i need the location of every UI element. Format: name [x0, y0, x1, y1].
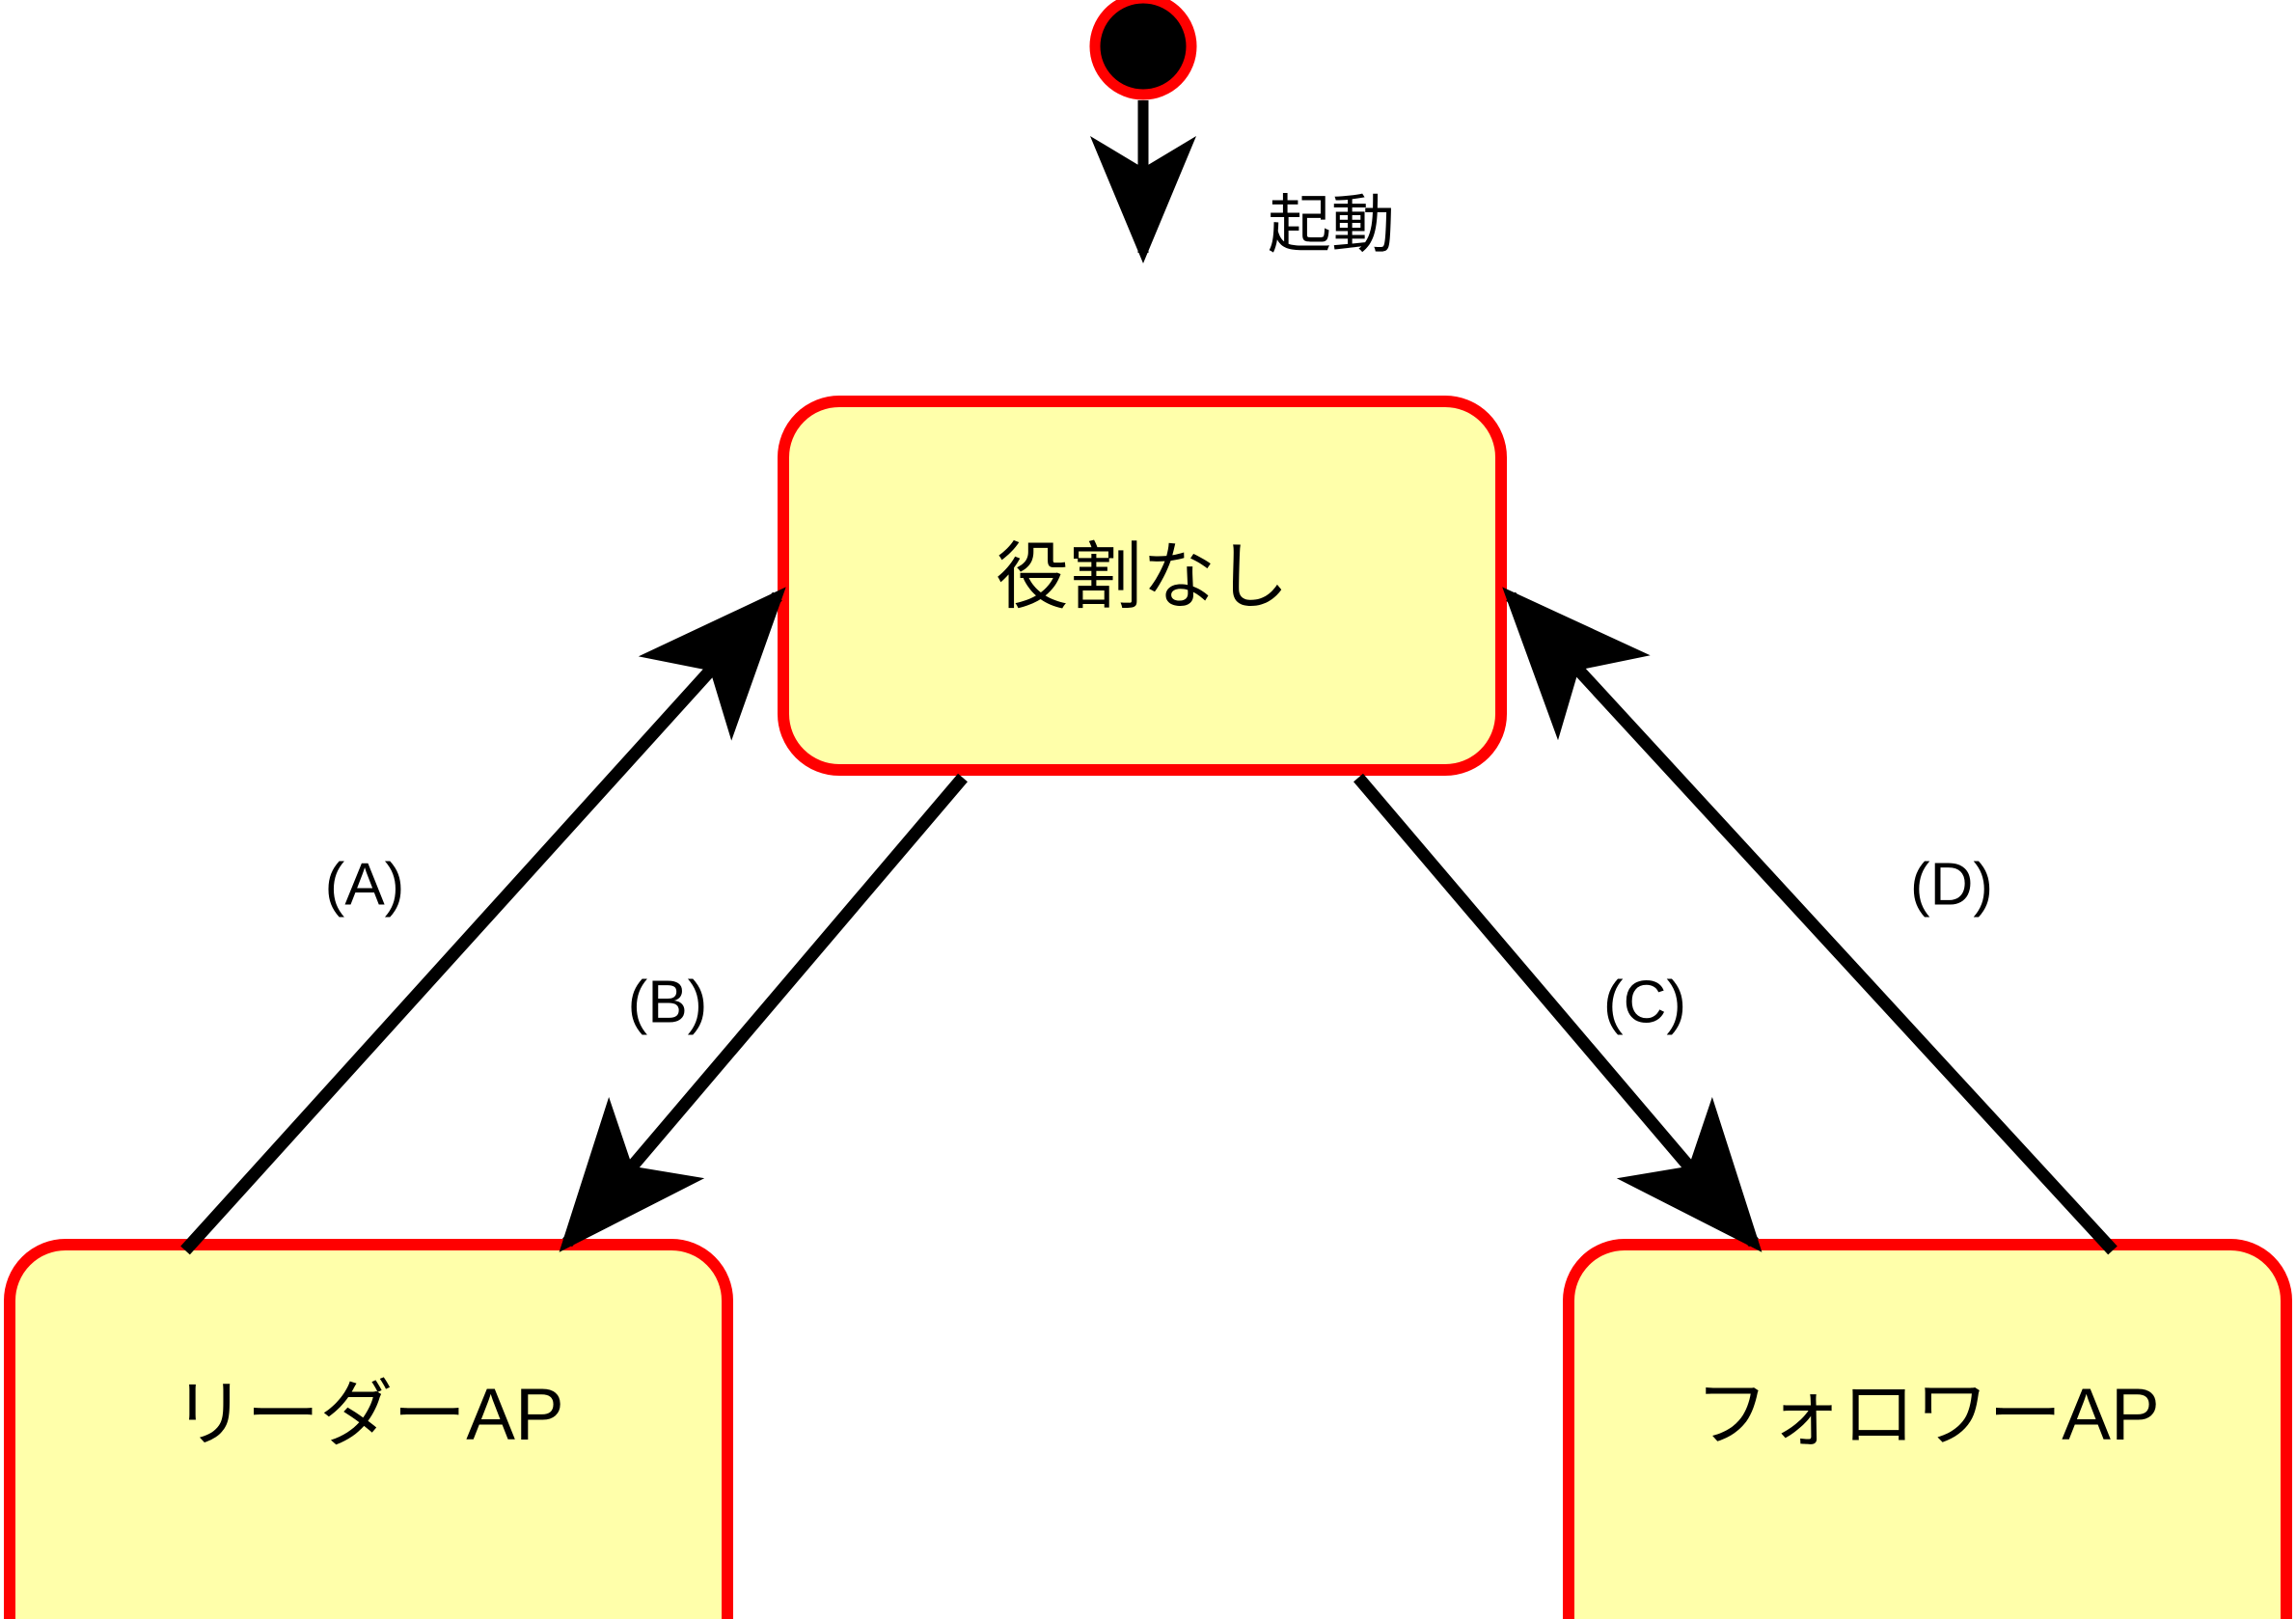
- state-no-role[interactable]: [778, 396, 1507, 776]
- state-follower-ap[interactable]: [1563, 1239, 2292, 1619]
- state-leader-ap[interactable]: [4, 1239, 733, 1619]
- transition-b-label: (B): [628, 969, 708, 1035]
- state-leader-ap-label: リーダーAP: [173, 1374, 563, 1456]
- transition-b-line: [559, 773, 968, 1252]
- state-no-role-label: 役割なし: [996, 536, 1289, 618]
- transition-start-label: 起動: [1268, 188, 1395, 260]
- transition-d-label: (D): [1910, 851, 1993, 918]
- transition-d-line: [1502, 587, 2118, 1255]
- transition-c-label: (C): [1603, 969, 1686, 1035]
- transition-c-line: [1353, 773, 1763, 1252]
- initial-pseudostate[interactable]: [1089, 0, 1197, 100]
- transition-a-label: (A): [325, 851, 405, 918]
- transition-a-line: [180, 587, 786, 1255]
- state-follower-ap-label: フォロワーAP: [1695, 1374, 2159, 1456]
